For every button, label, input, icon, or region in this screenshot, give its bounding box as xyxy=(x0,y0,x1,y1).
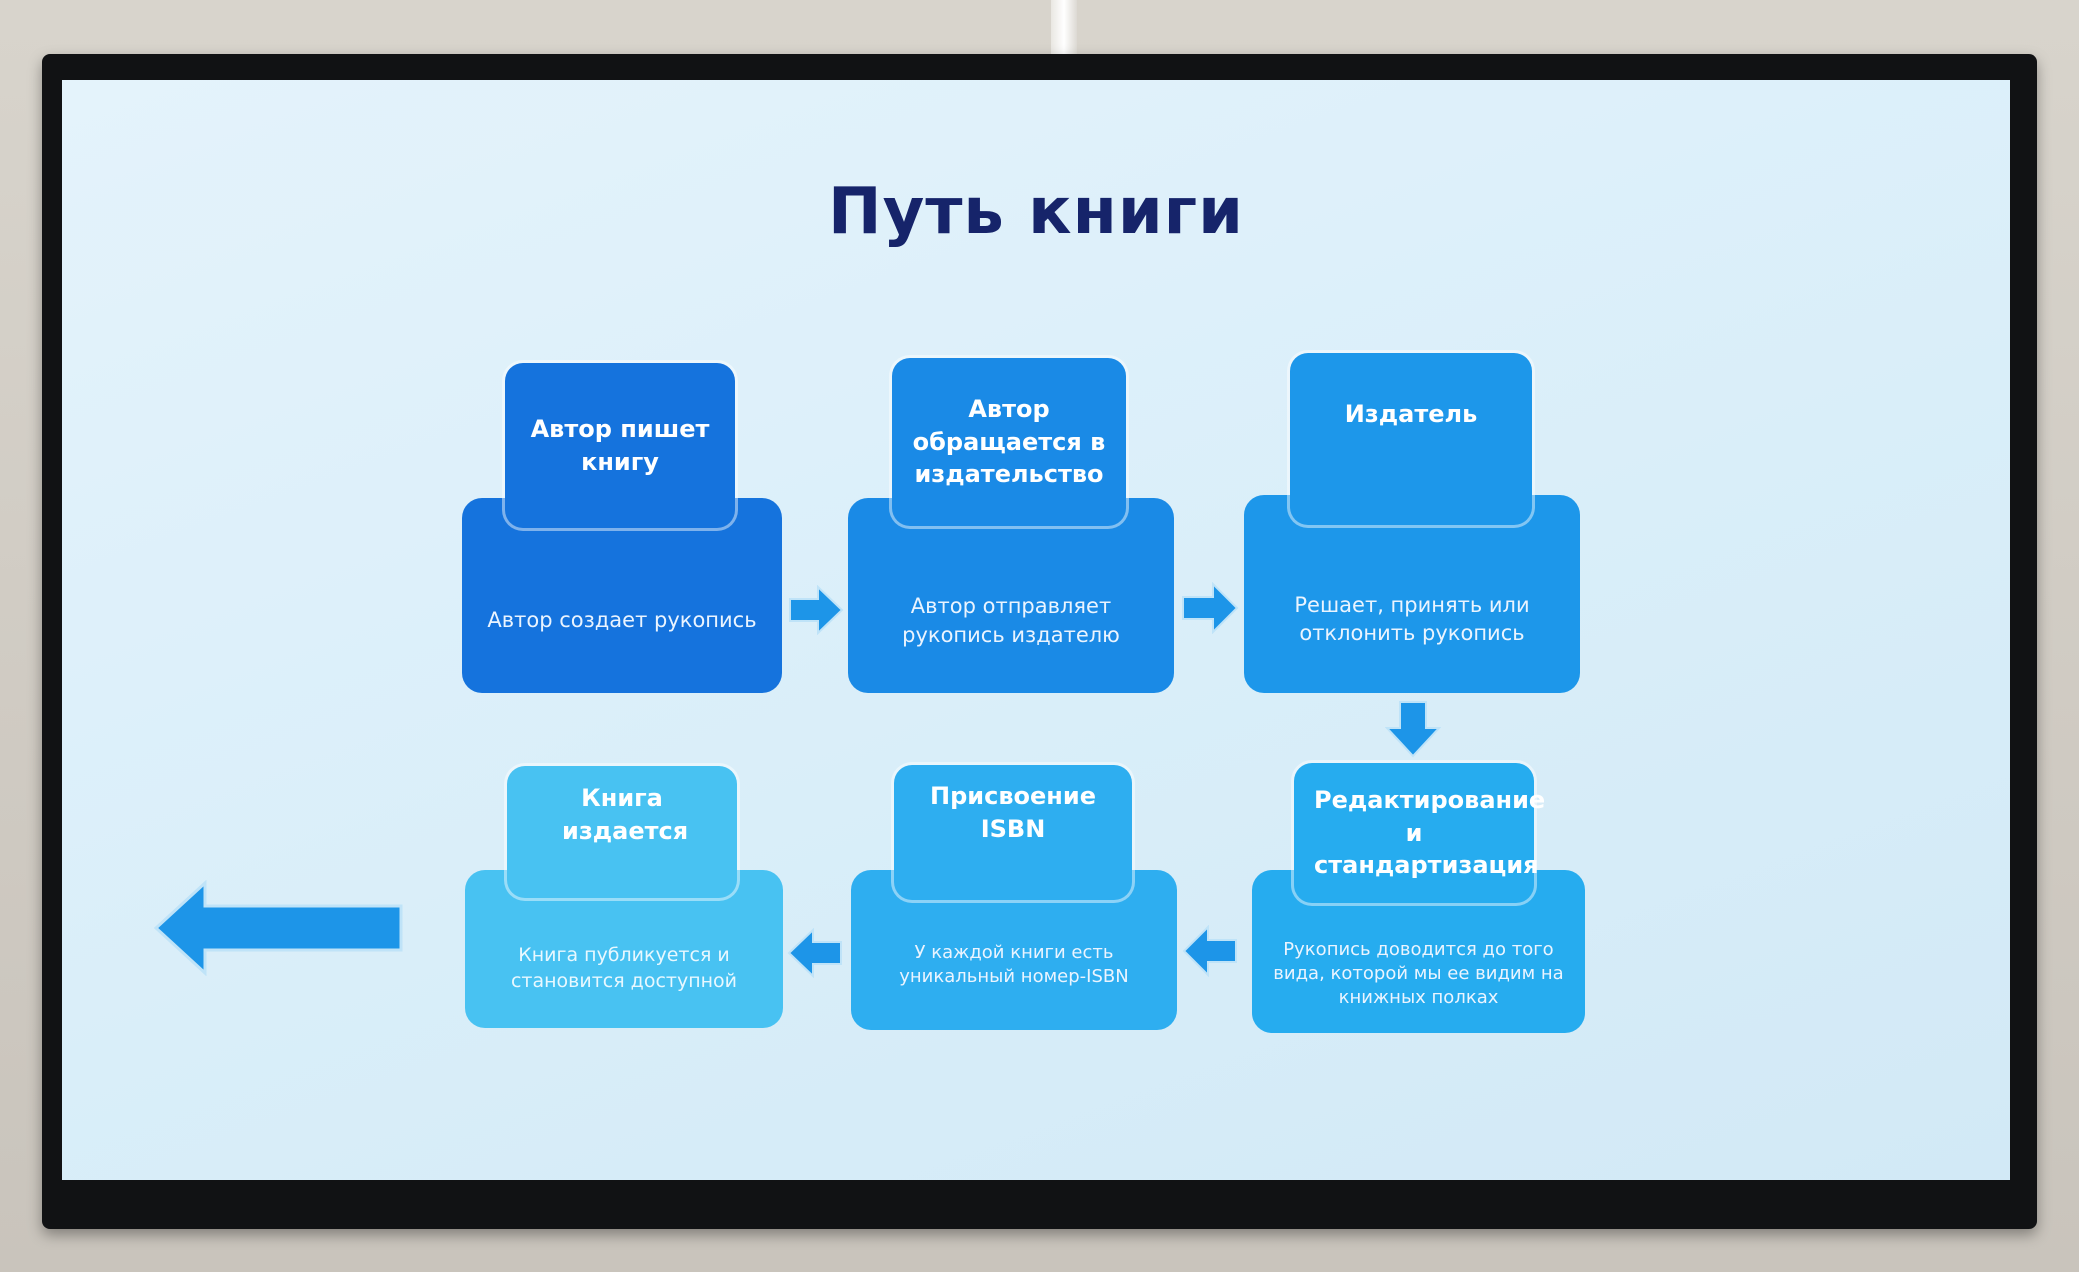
step-heading-box: Книга издается xyxy=(507,766,737,898)
step-publisher: Решает, принять или отклонить рукопись И… xyxy=(1244,353,1580,693)
slide-title: Путь книги xyxy=(62,175,2010,249)
step-heading: Автор пишет книгу xyxy=(530,415,710,476)
step-heading-box: Издатель xyxy=(1290,353,1532,525)
arrow-down-icon xyxy=(1385,700,1441,758)
step-description: Рукопись доводится до того вида, которой… xyxy=(1273,938,1564,1009)
step-description: Автор создает рукопись xyxy=(487,608,757,633)
step-book-published: Книга публикуется и становится доступной… xyxy=(465,766,783,1028)
step-heading-box: Редактирование и стандартизация xyxy=(1294,763,1546,903)
step-isbn: У каждой книги есть уникальный номер-ISB… xyxy=(851,765,1177,1030)
arrow-left-large-icon xyxy=(153,880,403,976)
step-description-box: Автор отправляет рукопись издателю xyxy=(848,498,1174,693)
slide-title-text: Путь книги xyxy=(828,175,1244,249)
step-heading: Присвоение ISBN xyxy=(930,782,1096,843)
arrow-right-icon xyxy=(788,585,844,635)
step-heading: Редактирование и стандартизация xyxy=(1314,786,1546,880)
step-heading: Издатель xyxy=(1344,399,1478,428)
arrow-left-icon xyxy=(787,928,843,978)
step-author-contacts-publisher: Автор отправляет рукопись издателю Автор… xyxy=(848,358,1174,693)
step-heading: Книга издается xyxy=(562,784,689,845)
arrow-right-icon xyxy=(1181,582,1239,634)
step-description: У каждой книги есть уникальный номер-ISB… xyxy=(899,941,1129,987)
step-heading-box: Автор обращается в издательство xyxy=(892,358,1126,526)
slide-screen: Путь книги Автор создает рукопись Автор … xyxy=(62,80,2010,1180)
arrow-left-icon xyxy=(1182,925,1238,977)
step-heading-box: Автор пишет книгу xyxy=(505,363,735,528)
step-heading: Автор обращается в издательство xyxy=(912,395,1106,489)
step-description-box: Автор создает рукопись xyxy=(462,498,782,693)
step-description-box: Решает, принять или отклонить рукопись xyxy=(1244,495,1580,693)
step-heading-box: Присвоение ISBN xyxy=(894,765,1132,900)
step-editing: Рукопись доводится до того вида, которой… xyxy=(1252,763,1585,1033)
step-description: Автор отправляет рукопись издателю xyxy=(902,594,1120,647)
step-description: Книга публикуется и становится доступной xyxy=(510,944,738,992)
step-description: Решает, принять или отклонить рукопись xyxy=(1294,592,1530,645)
step-author-writes: Автор создает рукопись Автор пишет книгу xyxy=(462,363,782,693)
wall-cable xyxy=(1051,0,1077,58)
